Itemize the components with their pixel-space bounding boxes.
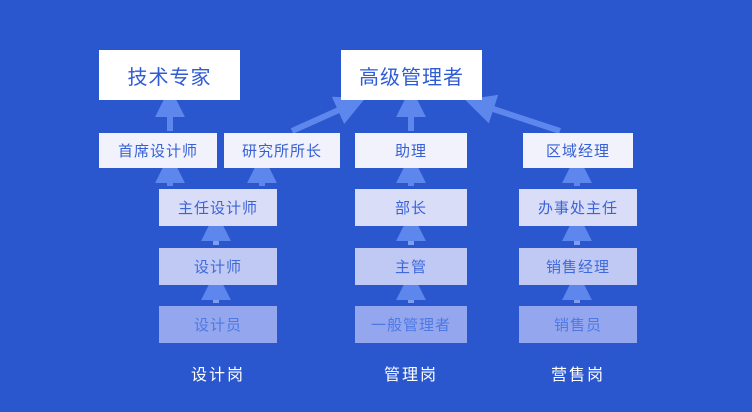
- node-label: 首席设计师: [117, 143, 198, 160]
- node-junior-designer[interactable]: 设计员: [159, 306, 277, 343]
- column-label-text: 管理岗: [383, 367, 438, 384]
- node-label: 销售员: [553, 317, 602, 334]
- node-institute-director[interactable]: 研究所所长: [224, 133, 340, 168]
- node-label: 技术专家: [127, 66, 212, 89]
- node-label: 设计员: [193, 317, 242, 334]
- node-label: 高级管理者: [359, 66, 464, 89]
- node-label: 主管: [394, 259, 427, 276]
- node-regional-manager[interactable]: 区域经理: [523, 133, 633, 168]
- node-assistant[interactable]: 助理: [355, 133, 467, 168]
- column-label-sales: 营售岗: [519, 361, 637, 385]
- node-label: 办事处主任: [537, 200, 618, 217]
- node-label: 区域经理: [545, 143, 610, 160]
- node-lead-designer[interactable]: 主任设计师: [159, 189, 277, 226]
- node-office-director[interactable]: 办事处主任: [519, 189, 637, 226]
- node-department-head[interactable]: 部长: [355, 189, 467, 226]
- node-label: 设计师: [193, 259, 242, 276]
- column-label-text: 营售岗: [550, 367, 605, 384]
- node-label: 一般管理者: [370, 317, 451, 334]
- arrow-regional-manager-to-senior-manager: [465, 94, 561, 134]
- column-label-text: 设计岗: [190, 367, 245, 384]
- node-chief-designer[interactable]: 首席设计师: [99, 133, 217, 168]
- node-label: 主任设计师: [177, 200, 258, 217]
- node-senior-manager[interactable]: 高级管理者: [341, 50, 482, 100]
- node-label: 销售经理: [545, 259, 610, 276]
- node-designer[interactable]: 设计师: [159, 248, 277, 285]
- node-label: 部长: [394, 200, 427, 217]
- node-supervisor[interactable]: 主管: [355, 248, 467, 285]
- column-label-design: 设计岗: [159, 361, 277, 385]
- node-general-manager[interactable]: 一般管理者: [355, 306, 467, 343]
- column-label-management: 管理岗: [355, 361, 467, 385]
- node-label: 助理: [394, 143, 427, 160]
- node-tech-expert[interactable]: 技术专家: [99, 50, 240, 100]
- arrow-institute-director-to-senior-manager: [290, 96, 366, 134]
- node-label: 研究所所长: [241, 143, 322, 160]
- node-sales-manager[interactable]: 销售经理: [519, 248, 637, 285]
- node-salesperson[interactable]: 销售员: [519, 306, 637, 343]
